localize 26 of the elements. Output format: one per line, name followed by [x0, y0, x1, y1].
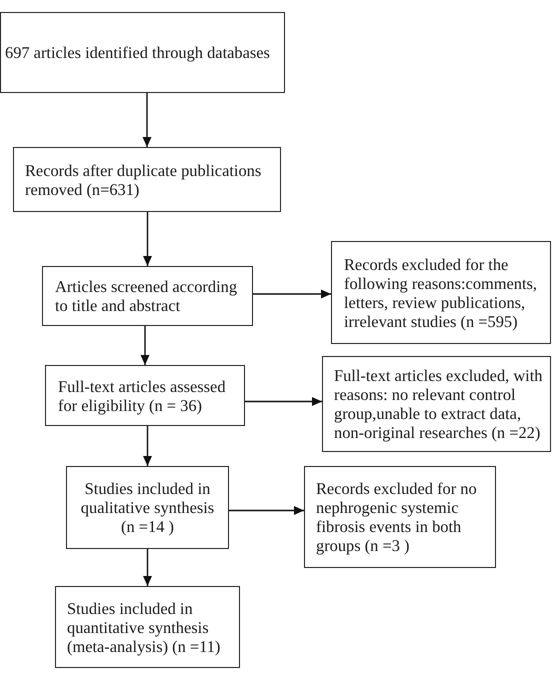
box-text: Studies included in qualitative synthesis (n =14 ) — [80, 479, 216, 536]
process-box — [331, 241, 551, 344]
process-box — [0, 12, 285, 93]
process-box — [66, 466, 229, 549]
box-text: Records after duplicate publications removed (n=631) — [25, 160, 262, 198]
process-box — [13, 147, 281, 212]
arrow — [245, 397, 322, 406]
arrow — [253, 290, 331, 298]
box-text: Records excluded for the following reasons:comments, letters, review publications, irrelevant studies (n =595) — [344, 254, 538, 330]
process-box — [42, 266, 253, 326]
box-text: Articles screened according to title and abstract — [55, 277, 238, 315]
box-text: Records excluded for no nephrogenic systemic fibrosis events in both groups (n =3 ) — [316, 479, 478, 555]
arrow — [142, 93, 152, 147]
process-box — [45, 365, 245, 426]
process-box — [304, 466, 496, 568]
arrow — [143, 426, 152, 466]
box-text: Full-text articles excluded, with reasons: no relevant control group,unable to extract data, non-original researches (n =22) — [334, 366, 544, 442]
arrow — [229, 506, 304, 515]
box-text: Studies included in quantitative synthesis (meta-analysis) (n =11) — [67, 598, 222, 656]
box-text: 697 articles identified through databases — [5, 43, 271, 62]
process-box — [55, 586, 240, 668]
arrow — [140, 326, 150, 365]
arrow — [143, 549, 152, 586]
process-box — [322, 356, 551, 452]
arrow — [143, 212, 152, 266]
box-text: Full-text articles assessed for eligibility (n = 36) — [58, 376, 227, 414]
